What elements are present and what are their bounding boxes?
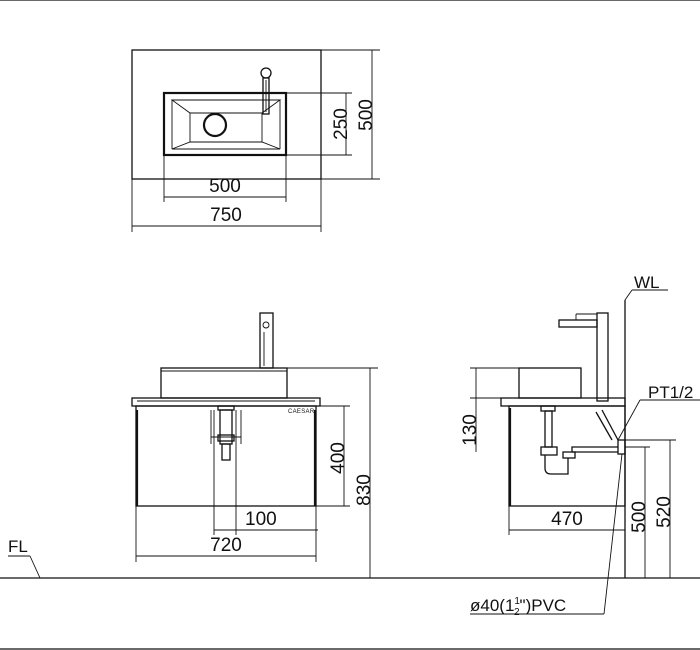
front-view: CAESAR 100 720 [131,312,378,578]
dim-cabinet-depth: 470 [508,506,625,535]
dim-cabinet-width-label: 720 [210,535,242,556]
countertop-outline [131,49,322,180]
dim-total-depth-label: 500 [356,99,377,131]
dim-drain-offset: 100 [213,506,318,535]
pipe-suffix: ")PVC [520,596,567,615]
pipe-frac-num: 1 [514,596,520,607]
supply-thread-callout: PT1/2 [617,383,700,441]
faucet-front [259,312,274,369]
svg-text:ø40(112")PVC: ø40(112")PVC [470,596,566,618]
pipe-prefix: ø40(1 [470,596,514,615]
pipe-frac-den: 2 [514,607,520,618]
dim-cabinet-depth-label: 470 [551,509,583,530]
dim-total-height-label: 830 [354,474,375,506]
supply-thread-label: PT1/2 [648,383,693,402]
dim-supply-height: 520 [625,439,676,578]
dim-basin-height: 130 [460,367,519,452]
brand-label: CAESAR [288,409,315,415]
countertop-front [131,397,321,407]
floor-label: FL [8,537,28,556]
side-view: WL [460,273,700,618]
dim-cabinet-width: 720 [135,506,317,562]
dim-basin-depth-label: 250 [331,108,352,140]
faucet-top [260,67,272,115]
drain-hole [202,112,228,138]
drain-trap-side [540,405,626,475]
cabinet-front [135,405,317,507]
basin-outline [162,91,288,157]
dim-supply-height-label: 520 [654,496,675,528]
dim-cabinet-height: 400 [316,405,350,507]
floor-line: FL [0,537,700,579]
dim-basin-width-label: 500 [209,176,241,197]
dim-total-width: 750 [131,179,322,232]
dim-total-height: 830 [287,367,378,578]
dim-drain-height: 500 [625,446,650,578]
countertop-side [500,397,626,407]
dim-drain-height-label: 500 [629,501,650,533]
dim-basin-height-label: 130 [460,414,481,446]
faucet-side [558,312,609,402]
drain-trap-front [210,405,242,461]
basin-front [160,367,288,399]
dim-total-depth: 500 [321,49,380,180]
dim-total-width-label: 750 [210,205,242,226]
basin-side [518,367,582,399]
dim-basin-width: 500 [163,155,287,202]
dim-drain-offset-label: 100 [245,509,277,530]
wall-label: WL [634,273,660,292]
dim-basin-depth: 250 [286,92,352,156]
dim-cabinet-height-label: 400 [328,442,349,474]
top-view: 500 750 250 500 [131,49,380,232]
